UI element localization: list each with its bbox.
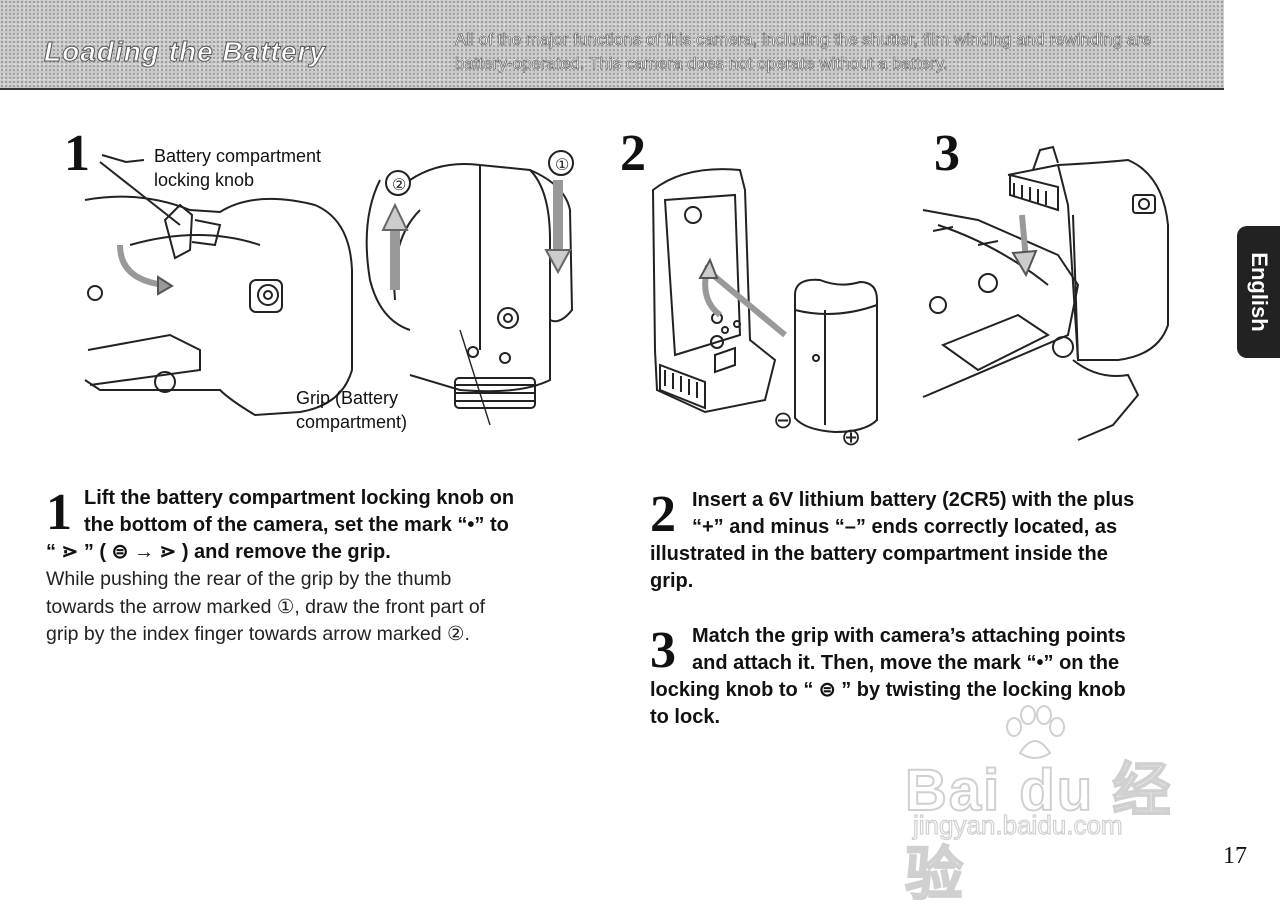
step-2-heading-line4: grip. — [650, 570, 694, 592]
step-3-heading-line3: locking knob to “ ⊜ ” by twisting the lo… — [650, 679, 1126, 701]
callout-knob-line1: Battery compartment — [154, 146, 322, 166]
language-tab-label: English — [1246, 252, 1272, 332]
page-title: Loading the Battery — [44, 36, 326, 68]
step-1-heading-line3: “ ⋗ ” ( ⊜ → ⋗ ) and remove the grip. — [46, 541, 391, 563]
callout-grip-line2: compartment) — [296, 412, 408, 432]
callout-locking-knob: Battery compartment locking knob — [154, 144, 321, 192]
step-1-instructions: 1 Lift the battery compartment locking k… — [46, 485, 606, 649]
watermark-brand: Bai du 经验 — [904, 757, 1173, 908]
step-3-heading: Match the grip with camera’s attaching p… — [650, 623, 1210, 731]
step-1-body-line3: grip by the index finger towards arrow m… — [46, 623, 470, 645]
page-number: 17 — [1223, 843, 1247, 869]
baidu-watermark: Bai du 经验 jingyan.baidu.com — [904, 705, 1205, 908]
callout-grip-line1: Grip (Battery — [296, 388, 399, 408]
step-2-heading-line2: “+” and minus “–” ends correctly located… — [692, 516, 1118, 538]
step-3-heading-line2: and attach it. Then, move the mark “•” o… — [692, 652, 1120, 674]
illustration-2-battery-insert: ⊖ ⊕ — [651, 168, 878, 450]
illustration-1-number: 1 — [64, 125, 90, 182]
step-3-number: 3 — [650, 622, 676, 679]
illustration-2-number: 2 — [620, 125, 646, 182]
header-divider — [0, 88, 1224, 90]
illustration-1-camera-bottom: ② ① — [84, 150, 574, 426]
minus-symbol: ⊖ — [773, 407, 793, 434]
step-1-heading: Lift the battery compartment locking kno… — [46, 485, 606, 566]
step-2-heading: Insert a 6V lithium battery (2CR5) with … — [650, 487, 1210, 595]
step-2-heading-line1: Insert a 6V lithium battery (2CR5) with … — [692, 489, 1135, 511]
arrow-1-label: ① — [555, 157, 569, 174]
step-1-number: 1 — [46, 484, 72, 541]
callout-grip: Grip (Battery compartment) — [296, 386, 407, 434]
step-1-heading-line2: the bottom of the camera, set the mark “… — [84, 514, 509, 536]
plus-symbol: ⊕ — [841, 424, 861, 450]
step-1-heading-line1: Lift the battery compartment locking kno… — [84, 487, 515, 509]
language-tab[interactable]: English — [1237, 226, 1280, 358]
step-3-instructions: 3 Match the grip with camera’s attaching… — [650, 623, 1210, 731]
step-1-body: While pushing the rear of the grip by th… — [46, 566, 606, 649]
illustration-3-number: 3 — [934, 125, 960, 182]
step-3-heading-line1: Match the grip with camera’s attaching p… — [692, 625, 1126, 647]
header-band: Loading the Battery All of the major fun… — [0, 0, 1224, 88]
step-1-body-line2: towards the arrow marked ①, draw the fro… — [46, 595, 486, 618]
step-2-number: 2 — [650, 486, 676, 543]
illustration-3-grip-attach — [922, 145, 1169, 441]
step-2-heading-line3: illustrated in the battery compartment i… — [650, 543, 1108, 565]
callout-knob-line2: locking knob — [154, 170, 255, 190]
watermark-url: jingyan.baidu.com — [912, 809, 1123, 840]
step-3-heading-line4: to lock. — [650, 706, 721, 728]
header-description: All of the major functions of this camer… — [455, 30, 1152, 74]
paw-icon — [1006, 705, 1065, 759]
step-1-body-line1: While pushing the rear of the grip by th… — [46, 568, 452, 590]
step-2-instructions: 2 Insert a 6V lithium battery (2CR5) wit… — [650, 487, 1210, 595]
arrow-2-label: ② — [392, 177, 406, 194]
